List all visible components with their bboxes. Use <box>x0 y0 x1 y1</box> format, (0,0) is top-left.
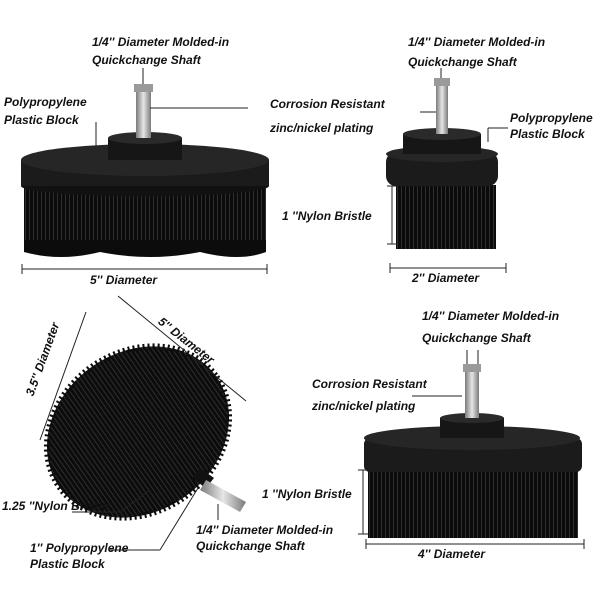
tr-plating-label-2: zinc/nickel plating <box>270 121 374 135</box>
dimension-line-5in-dome <box>117 295 247 402</box>
brush-5in-flat <box>21 84 269 257</box>
br-bristle-label: 1 ''Nylon Bristle <box>262 487 352 501</box>
bl-block-label-2: Plastic Block <box>30 557 105 571</box>
tl-block-label-2: Plastic Block <box>4 113 79 127</box>
tr-bristle-label: 1 ''Nylon Bristle <box>282 209 372 223</box>
bl-block-label-1: 1'' Polypropylene <box>30 541 129 555</box>
bristles <box>46 346 230 518</box>
tl-shaft-label-2: Quickchange Shaft <box>92 53 201 67</box>
tr-shaft-label-2: Quickchange Shaft <box>408 55 517 69</box>
tr-diameter-label: 2'' Diameter <box>412 271 480 285</box>
tl-shaft-label-1: 1/4'' Diameter Molded-in <box>92 35 230 49</box>
shaft <box>200 480 246 512</box>
bl-shaft-label-2: Quickchange Shaft <box>196 539 305 553</box>
tr-block-label-1: Polypropylene <box>510 111 593 125</box>
br-plating-label-1: Corrosion Resistant <box>312 377 427 391</box>
tr-shaft-label-1: 1/4'' Diameter Molded-in <box>408 35 546 49</box>
bl-shaft-label-1: 1/4'' Diameter Molded-in <box>196 523 334 537</box>
dimension-line-3-5in <box>39 311 87 441</box>
br-plating-label-2: zinc/nickel plating <box>312 399 416 413</box>
tl-diameter-label: 5'' Diameter <box>90 273 158 287</box>
bristles <box>368 470 578 538</box>
shaft <box>436 80 448 134</box>
br-shaft-label-2: Quickchange Shaft <box>422 331 531 345</box>
tl-block-label-1: Polypropylene <box>4 95 87 109</box>
shaft <box>465 366 479 418</box>
brush-2in-flat <box>386 78 498 249</box>
br-diameter-label: 4'' Diameter <box>418 547 486 561</box>
br-shaft-label-1: 1/4'' Diameter Molded-in <box>422 309 560 323</box>
shaft <box>136 86 151 138</box>
tr-plating-label-1: Corrosion Resistant <box>270 97 385 111</box>
brush-4in-flat <box>364 364 582 538</box>
bl-bristle-label: 1.25 ''Nylon Bristle <box>2 499 109 513</box>
tr-block-label-2: Plastic Block <box>510 127 585 141</box>
bristles <box>396 185 496 249</box>
